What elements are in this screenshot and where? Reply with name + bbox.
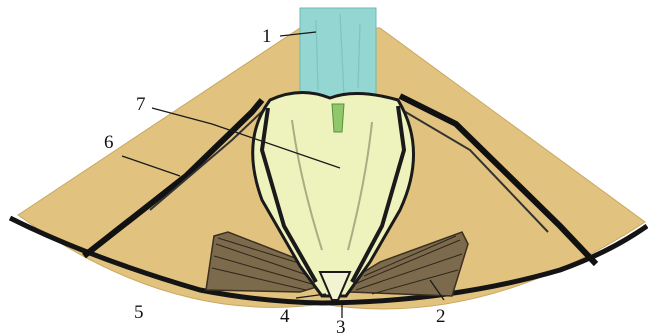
label-7: 7 — [136, 94, 146, 115]
label-2: 2 — [436, 306, 446, 327]
label-3: 3 — [336, 317, 346, 336]
label-1: 1 — [262, 26, 272, 47]
label-4: 4 — [280, 306, 290, 327]
central-tissue — [332, 104, 344, 132]
label-5: 5 — [134, 302, 144, 323]
label-6: 6 — [104, 132, 114, 153]
